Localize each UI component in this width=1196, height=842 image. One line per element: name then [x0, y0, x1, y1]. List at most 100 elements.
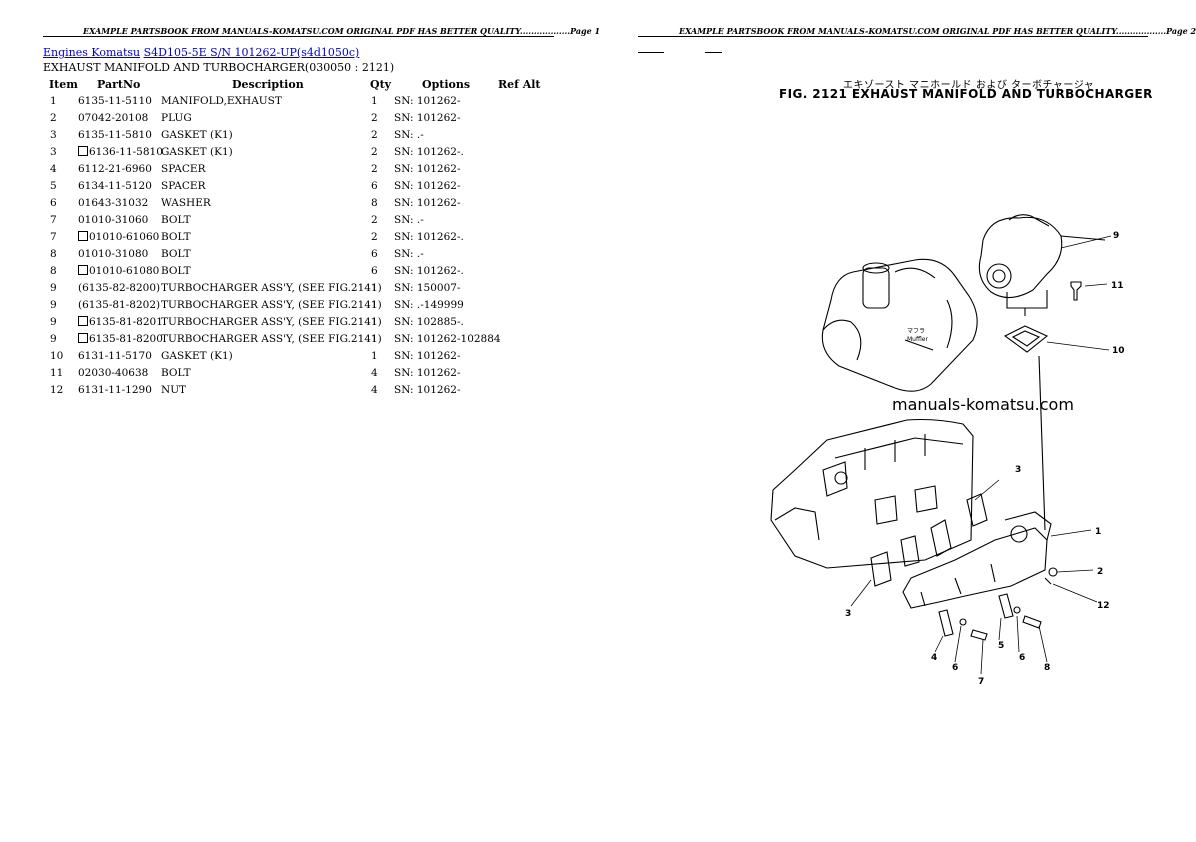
callout-12: 12 [1097, 601, 1110, 611]
figure-title: FIG. 2121 EXHAUST MANIFOLD AND TURBOCHAR… [779, 87, 1153, 101]
cell-qty: 4 [371, 367, 378, 379]
bolt-7-drawing [970, 629, 988, 641]
breadcrumb-link-model[interactable]: S4D105-5E S/N 101262-UP(s4d1050c) [143, 46, 360, 59]
washer-6-drawing [959, 618, 967, 626]
cell-options-text: SN: .- [394, 248, 424, 260]
cell-partno: 6135-81-8201 [78, 316, 163, 328]
table-row: 9(6135-81-8202)TURBOCHARGER ASS'Y, (SEE … [0, 299, 595, 316]
page-2-mark-line [705, 52, 722, 53]
callout-7: 7 [978, 677, 984, 687]
cell-partno: 01010-61060 [78, 231, 159, 243]
page-1: EXAMPLE PARTSBOOK FROM MANUALS-KOMATSU.C… [0, 0, 600, 842]
cell-qty-text: 2 [371, 129, 378, 141]
cell-partno: 6112-21-6960 [78, 163, 152, 175]
cell-options: SN: 101262-. [394, 146, 464, 158]
cell-description-text: TURBOCHARGER ASS'Y, (SEE FIG.2141) [161, 282, 382, 294]
cell-partno-text: (6135-82-8200) [78, 282, 161, 294]
cell-partno-text: 01010-61060 [89, 231, 160, 243]
cell-item-text: 1 [50, 95, 57, 107]
cell-qty-text: 4 [371, 384, 378, 396]
cell-qty-text: 6 [371, 180, 378, 192]
cell-partno-text: 01010-61080 [89, 265, 160, 277]
cell-partno: 6131-11-1290 [78, 384, 152, 396]
cell-description-text: GASKET (K1) [161, 129, 233, 141]
cell-qty-text: 4 [371, 367, 378, 379]
cell-options-text: SN: 101262- [394, 180, 461, 192]
cell-partno: 6135-81-8200 [78, 333, 163, 345]
cell-description: PLUG [161, 112, 192, 124]
gasket-3-drawing [966, 493, 988, 527]
cell-options: SN: 101262-102884 [394, 333, 501, 345]
cell-partno: 07042-20108 [78, 112, 148, 124]
cell-partno: 6135-11-5110 [78, 95, 152, 107]
page-1-header-rule [43, 36, 554, 37]
cell-partno-text: 6134-11-5120 [78, 180, 152, 192]
callout-4: 4 [931, 653, 937, 663]
muffler-label-jp: マフラ [907, 328, 925, 335]
cell-item: 9 [50, 316, 57, 328]
breadcrumb-link-engines[interactable]: Engines Komatsu [43, 46, 141, 59]
cell-item: 11 [50, 367, 63, 379]
cell-item-text: 9 [50, 316, 57, 328]
cell-item: 8 [50, 265, 57, 277]
col-header-refalt: Ref Alt [498, 78, 541, 91]
cell-partno: 01010-61080 [78, 265, 159, 277]
cell-options-text: SN: .-149999 [394, 299, 464, 311]
breadcrumb: Engines Komatsu S4D105-5E S/N 101262-UP(… [43, 46, 359, 59]
callout-1: 1 [1095, 527, 1101, 537]
cell-item-text: 12 [50, 384, 64, 396]
cell-description: BOLT [161, 265, 191, 277]
cell-qty: 2 [371, 214, 378, 226]
col-header-item: Item [49, 78, 78, 91]
cell-qty-text: 2 [371, 146, 378, 158]
cell-description-text: SPACER [161, 180, 206, 192]
cell-item-text: 8 [50, 265, 57, 277]
cell-description: BOLT [161, 248, 191, 260]
spacer-4-drawing [938, 609, 954, 637]
gasket-3-drawing [930, 519, 952, 557]
cell-description-text: TURBOCHARGER ASS'Y, (SEE FIG.2141) [161, 316, 382, 328]
cell-options: SN: 101262- [394, 180, 461, 192]
cell-qty: 1 [371, 95, 378, 107]
cell-options-text: SN: 102885-. [394, 316, 464, 328]
bolt-11-drawing [1070, 281, 1082, 301]
cell-item-text: 9 [50, 333, 57, 345]
cell-description: BOLT [161, 214, 191, 226]
cell-options-text: SN: 101262-. [394, 265, 464, 277]
cell-item-text: 6 [50, 197, 57, 209]
col-header-partno: PartNo [97, 78, 141, 91]
page-subtitle: EXHAUST MANIFOLD AND TURBOCHARGER(030050… [43, 61, 395, 74]
cell-options: SN: .- [394, 248, 424, 260]
gasket-10-drawing [1003, 325, 1049, 353]
cell-qty-text: 1 [371, 333, 378, 345]
cell-options: SN: 101262- [394, 384, 461, 396]
cell-description-text: BOLT [161, 231, 191, 243]
cell-description-text: NUT [161, 384, 187, 396]
cell-options-text: SN: .- [394, 129, 424, 141]
cell-partno-text: 6112-21-6960 [78, 163, 152, 175]
cell-item: 12 [50, 384, 63, 396]
cell-partno-text: 02030-40638 [78, 367, 149, 379]
cell-options-text: SN: 101262- [394, 95, 461, 107]
cell-description: GASKET (K1) [161, 146, 233, 158]
cell-description-text: BOLT [161, 265, 191, 277]
cell-description: NUT [161, 384, 186, 396]
cell-qty: 2 [371, 112, 378, 124]
cell-partno: 6134-11-5120 [78, 180, 152, 192]
cell-qty: 1 [371, 316, 378, 328]
cell-options: SN: .-149999 [394, 299, 464, 311]
callout-6: 6 [1019, 653, 1025, 663]
cell-description: TURBOCHARGER ASS'Y, (SEE FIG.2141) [161, 282, 382, 294]
cell-description: SPACER [161, 180, 205, 192]
cell-partno: 02030-40638 [78, 367, 148, 379]
cell-options: SN: 101262- [394, 163, 461, 175]
cell-item-text: 9 [50, 299, 57, 311]
cell-item: 7 [50, 231, 57, 243]
cell-item: 8 [50, 248, 57, 260]
